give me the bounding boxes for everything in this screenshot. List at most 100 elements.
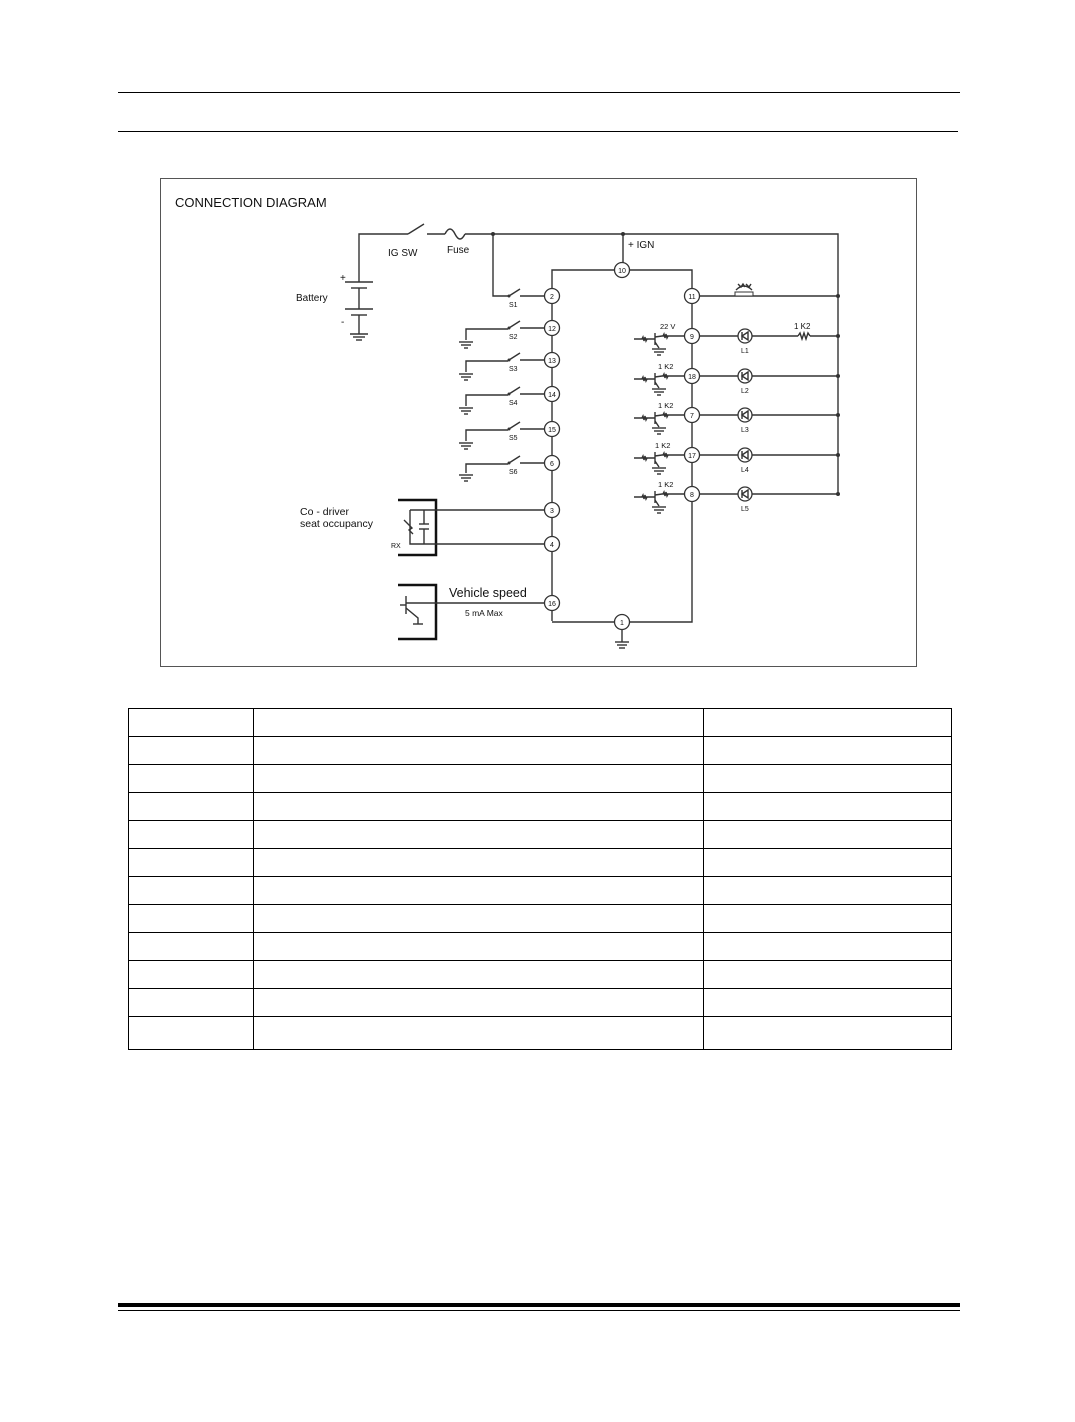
vehicle-speed-sensor (398, 583, 545, 641)
pin-9: 9 (683, 327, 701, 345)
switch-s3: S3 (459, 352, 545, 381)
footer-rule-thin (118, 1310, 960, 1311)
table-cell (127, 960, 255, 989)
table-row (127, 820, 952, 849)
table-row (127, 960, 952, 989)
battery-minus: - (341, 317, 344, 328)
pin-number: 2 (550, 294, 554, 301)
driver-transistor-icon (634, 371, 685, 396)
table-cell (127, 904, 255, 933)
pin-3: 3 (543, 501, 561, 519)
pin-number: 14 (548, 392, 556, 399)
pin-6: 6 (543, 454, 561, 472)
pin-12: 12 (543, 319, 561, 337)
switch-label: S4 (509, 400, 518, 407)
resistor-icon (797, 330, 811, 342)
pin-18: 18 (683, 367, 701, 385)
led-row-l4: L41 K2 (634, 441, 840, 475)
table-cell (127, 1016, 255, 1050)
led-icon (737, 328, 753, 344)
pin-16: 16 (543, 594, 561, 612)
co-driver-label: Co - driver (300, 506, 350, 518)
table-cell (703, 932, 952, 961)
table-cell (127, 764, 255, 793)
pin-17: 17 (683, 446, 701, 464)
fuse-label: Fuse (447, 245, 470, 256)
table-cell (253, 792, 705, 821)
buzzer-lamp-icon (699, 282, 838, 297)
table-cell (127, 708, 255, 737)
pin-number: 17 (688, 453, 696, 460)
table-cell (703, 820, 952, 849)
pin-7: 7 (683, 406, 701, 424)
led-icon (737, 486, 753, 502)
table-row (127, 1016, 952, 1050)
driver-label: 1 K2 (658, 401, 673, 410)
driver-label: 1 K2 (655, 441, 670, 450)
table-row (127, 736, 952, 765)
table-row (127, 904, 952, 933)
diagram-frame (160, 178, 917, 667)
table-cell (127, 988, 255, 1017)
table-cell (703, 736, 952, 765)
table-cell (127, 876, 255, 905)
table-cell (127, 736, 255, 765)
table-row (127, 988, 952, 1017)
led-icon (737, 407, 753, 423)
table-cell (253, 960, 705, 989)
pin-number: 11 (688, 294, 695, 301)
led-icon (737, 368, 753, 384)
table-cell (703, 708, 952, 737)
driver-transistor-icon (634, 331, 685, 356)
header-rule-top (118, 92, 960, 93)
pin-number: 10 (618, 268, 626, 275)
table-cell (253, 820, 705, 849)
switch-label: S3 (509, 366, 518, 373)
table-row (127, 708, 952, 737)
ign-label: + IGN (628, 240, 654, 251)
seat-occupancy-label: seat occupancy (300, 518, 374, 530)
driver-label: 22 V (660, 322, 675, 331)
led-row-l3: L3 1 K2 (634, 401, 840, 435)
pin-8: 8 (683, 485, 701, 503)
pin-number: 8 (690, 492, 694, 499)
led-label: L3 (741, 427, 749, 434)
pin-13: 13 (543, 351, 561, 369)
table-cell (703, 960, 952, 989)
pin-number: 4 (550, 542, 554, 549)
led-label: L2 (741, 388, 749, 395)
pin-number: 1 (620, 620, 624, 627)
switch-s2: S2 (459, 320, 545, 349)
table-cell (127, 848, 255, 877)
pin-11: 11 (683, 287, 701, 305)
table-cell (703, 1016, 952, 1050)
pin-number: 16 (548, 601, 556, 608)
supply-wiring (358, 223, 839, 623)
diagram-title: CONNECTION DIAGRAM (175, 195, 327, 210)
pin-number: 12 (548, 326, 556, 333)
battery-icon (345, 281, 373, 341)
max-current-label: 5 mA Max (465, 608, 504, 618)
driver-label: 1 K2 (658, 362, 673, 371)
driver-transistor-icon (634, 489, 685, 514)
table-cell (253, 848, 705, 877)
battery-plus: + (340, 273, 346, 284)
pin-number: 18 (688, 374, 696, 381)
table-cell (703, 764, 952, 793)
pin-number: 6 (550, 461, 554, 468)
table-cell (253, 876, 705, 905)
table-row (127, 848, 952, 877)
driver-transistor-icon (634, 450, 685, 475)
footer-rule-thick (118, 1303, 960, 1307)
ground-icon (615, 629, 629, 649)
rx-label: RX (391, 543, 401, 550)
led-row-l2: L2 1 K2 (634, 362, 840, 396)
pin-number: 9 (690, 334, 694, 341)
table-cell (253, 764, 705, 793)
switch-label: S1 (509, 302, 518, 309)
table-cell (127, 792, 255, 821)
table-cell (253, 1016, 705, 1050)
led-icon (737, 447, 753, 463)
